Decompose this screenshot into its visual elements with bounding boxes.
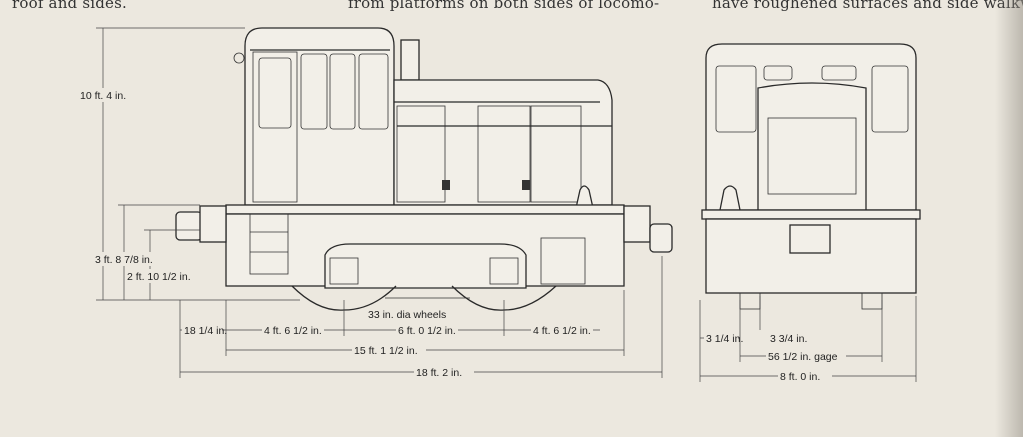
axle-box-front bbox=[489, 257, 519, 285]
hood-panel-3 bbox=[530, 105, 582, 203]
side-elevation-view bbox=[175, 27, 673, 311]
dim-front-section: 4 ft. 6 1/2 in. bbox=[533, 325, 591, 337]
text-snippet-left: roof and sides. bbox=[12, 0, 127, 12]
text-snippet-right: have roughened surfaces and side walkway… bbox=[712, 0, 1023, 12]
dim-height-buffer: 3 ft. 8 7/8 in. bbox=[95, 254, 153, 266]
truck-side-frame bbox=[324, 243, 527, 289]
dim-wheels: 33 in. dia wheels bbox=[368, 309, 446, 321]
radiator-grille bbox=[767, 117, 857, 195]
end-wheel-left bbox=[739, 292, 761, 310]
rear-buffer bbox=[199, 205, 227, 243]
dim-rail-height: 3 3/4 in. bbox=[770, 333, 807, 345]
front-coupler bbox=[649, 223, 673, 253]
cab-horn bbox=[233, 52, 245, 64]
dim-rear-section: 4 ft. 6 1/2 in. bbox=[264, 325, 322, 337]
axle-box-rear bbox=[329, 257, 359, 285]
bell bbox=[575, 185, 594, 209]
front-buffer bbox=[623, 205, 651, 243]
cab-window-1 bbox=[300, 53, 328, 130]
book-gutter-shadow bbox=[995, 0, 1023, 437]
exhaust-stack bbox=[400, 39, 420, 81]
end-left-window bbox=[715, 65, 757, 133]
dim-front-overhang: 18 1/4 in. bbox=[184, 325, 227, 337]
end-right-window bbox=[871, 65, 909, 133]
hood-panel-2 bbox=[477, 105, 531, 203]
hood-latch-1 bbox=[442, 180, 450, 190]
dimension-labels: 10 ft. 4 in. 3 ft. 8 7/8 in. 2 ft. 10 1/… bbox=[78, 88, 846, 383]
text-snippet-middle: from platforms on both sides of locomo- bbox=[348, 0, 660, 12]
cab-door-window bbox=[258, 57, 292, 129]
hood-latch-2 bbox=[522, 180, 530, 190]
dim-overall-length: 18 ft. 2 in. bbox=[416, 367, 462, 379]
cab-window-2 bbox=[329, 53, 356, 130]
end-bell bbox=[719, 185, 741, 211]
end-running-board bbox=[701, 209, 921, 220]
battery-box bbox=[540, 237, 586, 285]
cab-door bbox=[252, 51, 298, 203]
cab-steps bbox=[249, 213, 289, 275]
dim-height-total: 10 ft. 4 in. bbox=[80, 90, 126, 102]
dim-height-axle: 2 ft. 10 1/2 in. bbox=[127, 271, 191, 283]
end-hood bbox=[757, 82, 867, 211]
hood-panel-1 bbox=[396, 105, 446, 203]
dim-wheelbase: 6 ft. 0 1/2 in. bbox=[398, 325, 456, 337]
dim-frame-length: 15 ft. 1 1/2 in. bbox=[354, 345, 418, 357]
rear-coupler bbox=[175, 211, 203, 241]
end-wheel-right bbox=[861, 292, 883, 310]
end-headlight-left bbox=[763, 65, 793, 81]
dim-wheel-offset: 3 1/4 in. bbox=[706, 333, 743, 345]
end-coupler bbox=[789, 224, 831, 254]
engine-hood bbox=[393, 79, 613, 206]
cab-body bbox=[244, 27, 395, 206]
end-headlight-right bbox=[821, 65, 857, 81]
end-elevation-view bbox=[701, 43, 921, 310]
cab-window-3 bbox=[358, 53, 389, 130]
dim-overall-width: 8 ft. 0 in. bbox=[780, 371, 820, 383]
dim-gage: 56 1/2 in. gage bbox=[768, 351, 838, 363]
running-board bbox=[225, 204, 625, 215]
